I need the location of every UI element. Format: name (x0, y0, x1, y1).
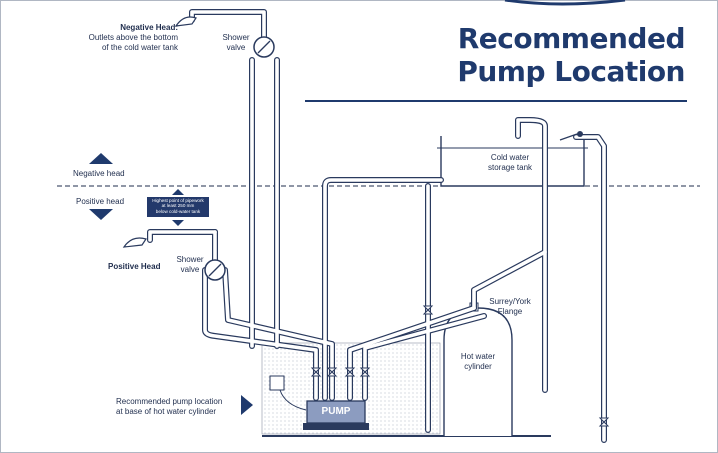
pipework-note-2: at least 250 mm (161, 203, 195, 209)
shower-valve-top-label: Shower valve (214, 33, 258, 53)
float-valve (559, 133, 578, 141)
cold-tank-label: Cold water storage tank (475, 153, 545, 173)
shower-head-mid-icon (122, 237, 147, 248)
flange-label-2: Flange (497, 307, 523, 316)
electrical-switch-box (269, 375, 285, 391)
negative-head-arrow-icon (89, 153, 113, 164)
header-swoosh (504, 0, 626, 6)
pipework-up-arrow-icon (172, 189, 184, 195)
pump-label: PUMP (321, 406, 351, 417)
negative-head-note: Negative Head: Outlets above the bottom … (60, 23, 178, 53)
pipework-note-3: below cold-water tank (155, 208, 201, 214)
shower-valve-top-label-2: valve (226, 43, 246, 52)
flange-label-1: Surrey/York (489, 297, 531, 306)
pump-location-note: Recommended pump location at base of hot… (116, 397, 222, 417)
shower-valve-top-label-1: Shower (222, 33, 250, 42)
title-line-1: Recommended (457, 22, 686, 55)
shower-valve-mid-label: Shower valve (170, 255, 210, 275)
shower-valve-mid-label-2: valve (180, 265, 200, 274)
pointer-arrow-icon (241, 395, 253, 415)
shower-head-top-icon (174, 16, 197, 27)
pump-location-note-1: Recommended pump location (116, 397, 223, 406)
positive-head-arrow-icon (89, 209, 113, 220)
gate-valves (310, 305, 610, 427)
shower-valve-mid-label-1: Shower (176, 255, 204, 264)
hot-cylinder-label: Hot water cylinder (450, 352, 506, 372)
negative-head-desc-1: Outlets above the bottom (88, 33, 178, 42)
positive-head-label: Positive Head (108, 262, 161, 271)
pipework-note-box: Highest point of pipework at least 250 m… (147, 197, 209, 217)
title-line-2: Pump Location (457, 55, 685, 88)
hot-cylinder-label-2: cylinder (464, 362, 492, 371)
pump-location-note-2: at base of hot water cylinder (116, 407, 217, 416)
negative-head-title: Negative Head: (120, 23, 178, 32)
cold-tank-label-1: Cold water (490, 153, 530, 162)
negative-head-desc-2: of the cold water tank (101, 43, 178, 52)
cold-water-tank (440, 136, 585, 187)
page-title: Recommended Pump Location (457, 22, 685, 88)
negative-head-side-label: Negative head (73, 169, 125, 178)
pipework-down-arrow-icon (172, 220, 184, 226)
cold-tank-label-2: storage tank (487, 163, 533, 172)
pump-cable (279, 389, 307, 411)
positive-head-side-label: Positive head (76, 197, 125, 206)
hot-water-cylinder (443, 307, 513, 436)
hot-cylinder-label-1: Hot water (460, 352, 496, 361)
pipework-note-1: Highest point of pipework (152, 198, 204, 203)
pump-base (303, 423, 369, 430)
flange-label: Surrey/York Flange (482, 297, 538, 317)
